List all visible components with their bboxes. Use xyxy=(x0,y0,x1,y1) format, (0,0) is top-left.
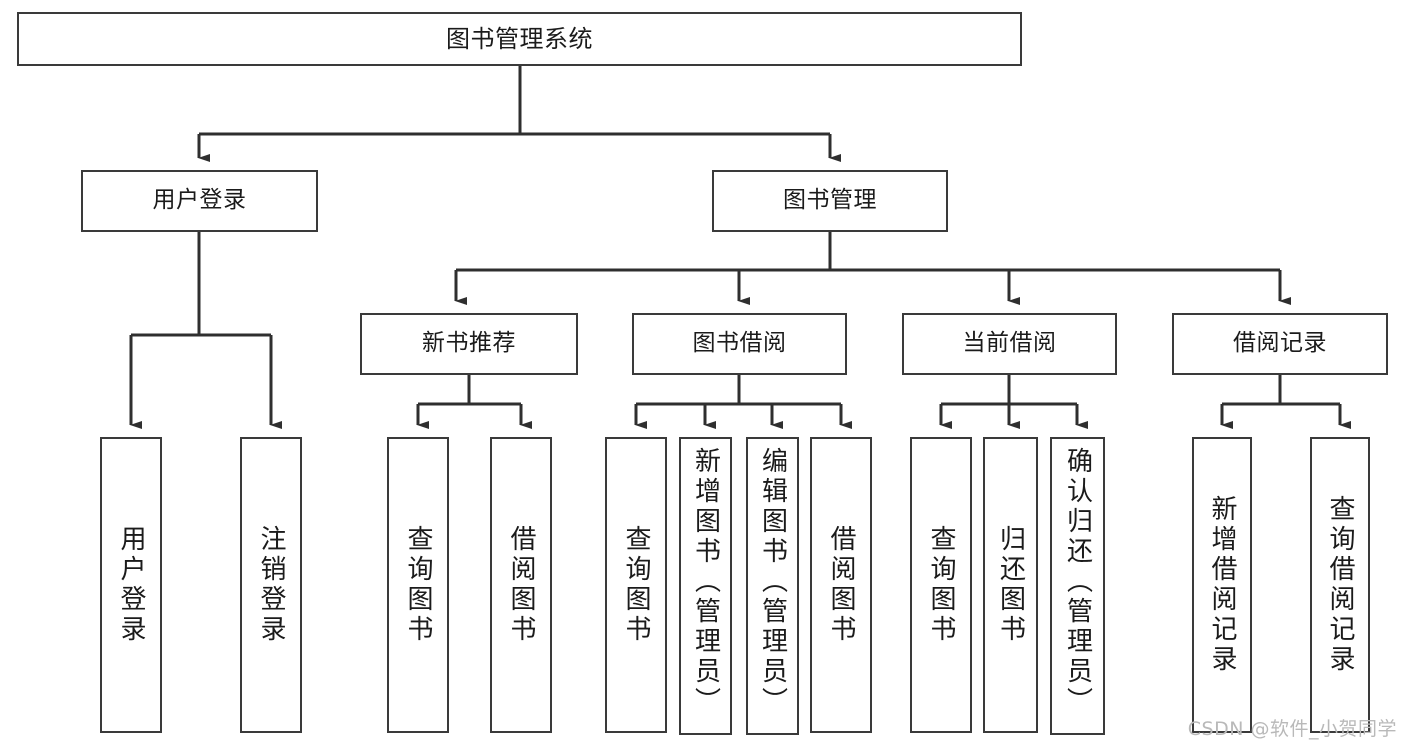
leaf-return-book[interactable]: 归还图书 xyxy=(983,437,1038,733)
leaf-borrow-book[interactable]: 借阅图书 xyxy=(810,437,872,733)
leaf-user-login[interactable]: 用户登录 xyxy=(100,437,162,733)
node-label: 新书推荐 xyxy=(422,330,516,357)
node-label: 新增图书（管理员） xyxy=(690,447,721,717)
leaf-query-borrow-record[interactable]: 查询借阅记录 xyxy=(1310,437,1370,733)
node-borrow-record[interactable]: 借阅记录 xyxy=(1172,313,1388,375)
node-label: 借阅图书 xyxy=(826,525,856,645)
node-label: 当前借阅 xyxy=(962,330,1057,357)
node-label: 确认归还（管理员） xyxy=(1062,447,1093,717)
node-current-borrow[interactable]: 当前借阅 xyxy=(902,313,1117,375)
leaf-edit-book-admin[interactable]: 编辑图书（管理员） xyxy=(746,437,799,735)
node-label: 归还图书 xyxy=(995,525,1026,645)
leaf-query-book-current[interactable]: 查询图书 xyxy=(910,437,972,733)
watermark: CSDN @软件_小贺同学 xyxy=(1187,718,1397,740)
node-label: 查询图书 xyxy=(621,525,651,645)
leaf-add-book-admin[interactable]: 新增图书（管理员） xyxy=(679,437,732,735)
node-label: 图书管理系统 xyxy=(446,24,593,53)
node-label: 用户登录 xyxy=(116,525,146,645)
node-book-borrow[interactable]: 图书借阅 xyxy=(632,313,847,375)
node-root-system[interactable]: 图书管理系统 xyxy=(17,12,1022,66)
node-label: 图书管理 xyxy=(783,187,877,214)
node-label: 用户登录 xyxy=(152,187,247,214)
node-label: 查询借阅记录 xyxy=(1325,495,1355,675)
leaf-add-borrow-record[interactable]: 新增借阅记录 xyxy=(1192,437,1252,733)
node-label: 借阅记录 xyxy=(1233,330,1327,357)
node-label: 查询图书 xyxy=(403,525,433,645)
leaf-logout[interactable]: 注销登录 xyxy=(240,437,302,733)
node-label: 图书借阅 xyxy=(692,330,787,357)
leaf-query-book-borrow[interactable]: 查询图书 xyxy=(605,437,667,733)
node-label: 编辑图书（管理员） xyxy=(757,447,788,717)
node-label: 借阅图书 xyxy=(506,525,536,645)
node-book-management[interactable]: 图书管理 xyxy=(712,170,948,232)
node-label: 查询图书 xyxy=(926,525,956,645)
node-user-login[interactable]: 用户登录 xyxy=(81,170,318,232)
leaf-borrow-book-recommend[interactable]: 借阅图书 xyxy=(490,437,552,733)
node-new-book-recommend[interactable]: 新书推荐 xyxy=(360,313,578,375)
leaf-query-book-recommend[interactable]: 查询图书 xyxy=(387,437,449,733)
node-label: 注销登录 xyxy=(256,525,286,645)
node-label: 新增借阅记录 xyxy=(1207,495,1237,675)
leaf-confirm-return-admin[interactable]: 确认归还（管理员） xyxy=(1050,437,1105,735)
